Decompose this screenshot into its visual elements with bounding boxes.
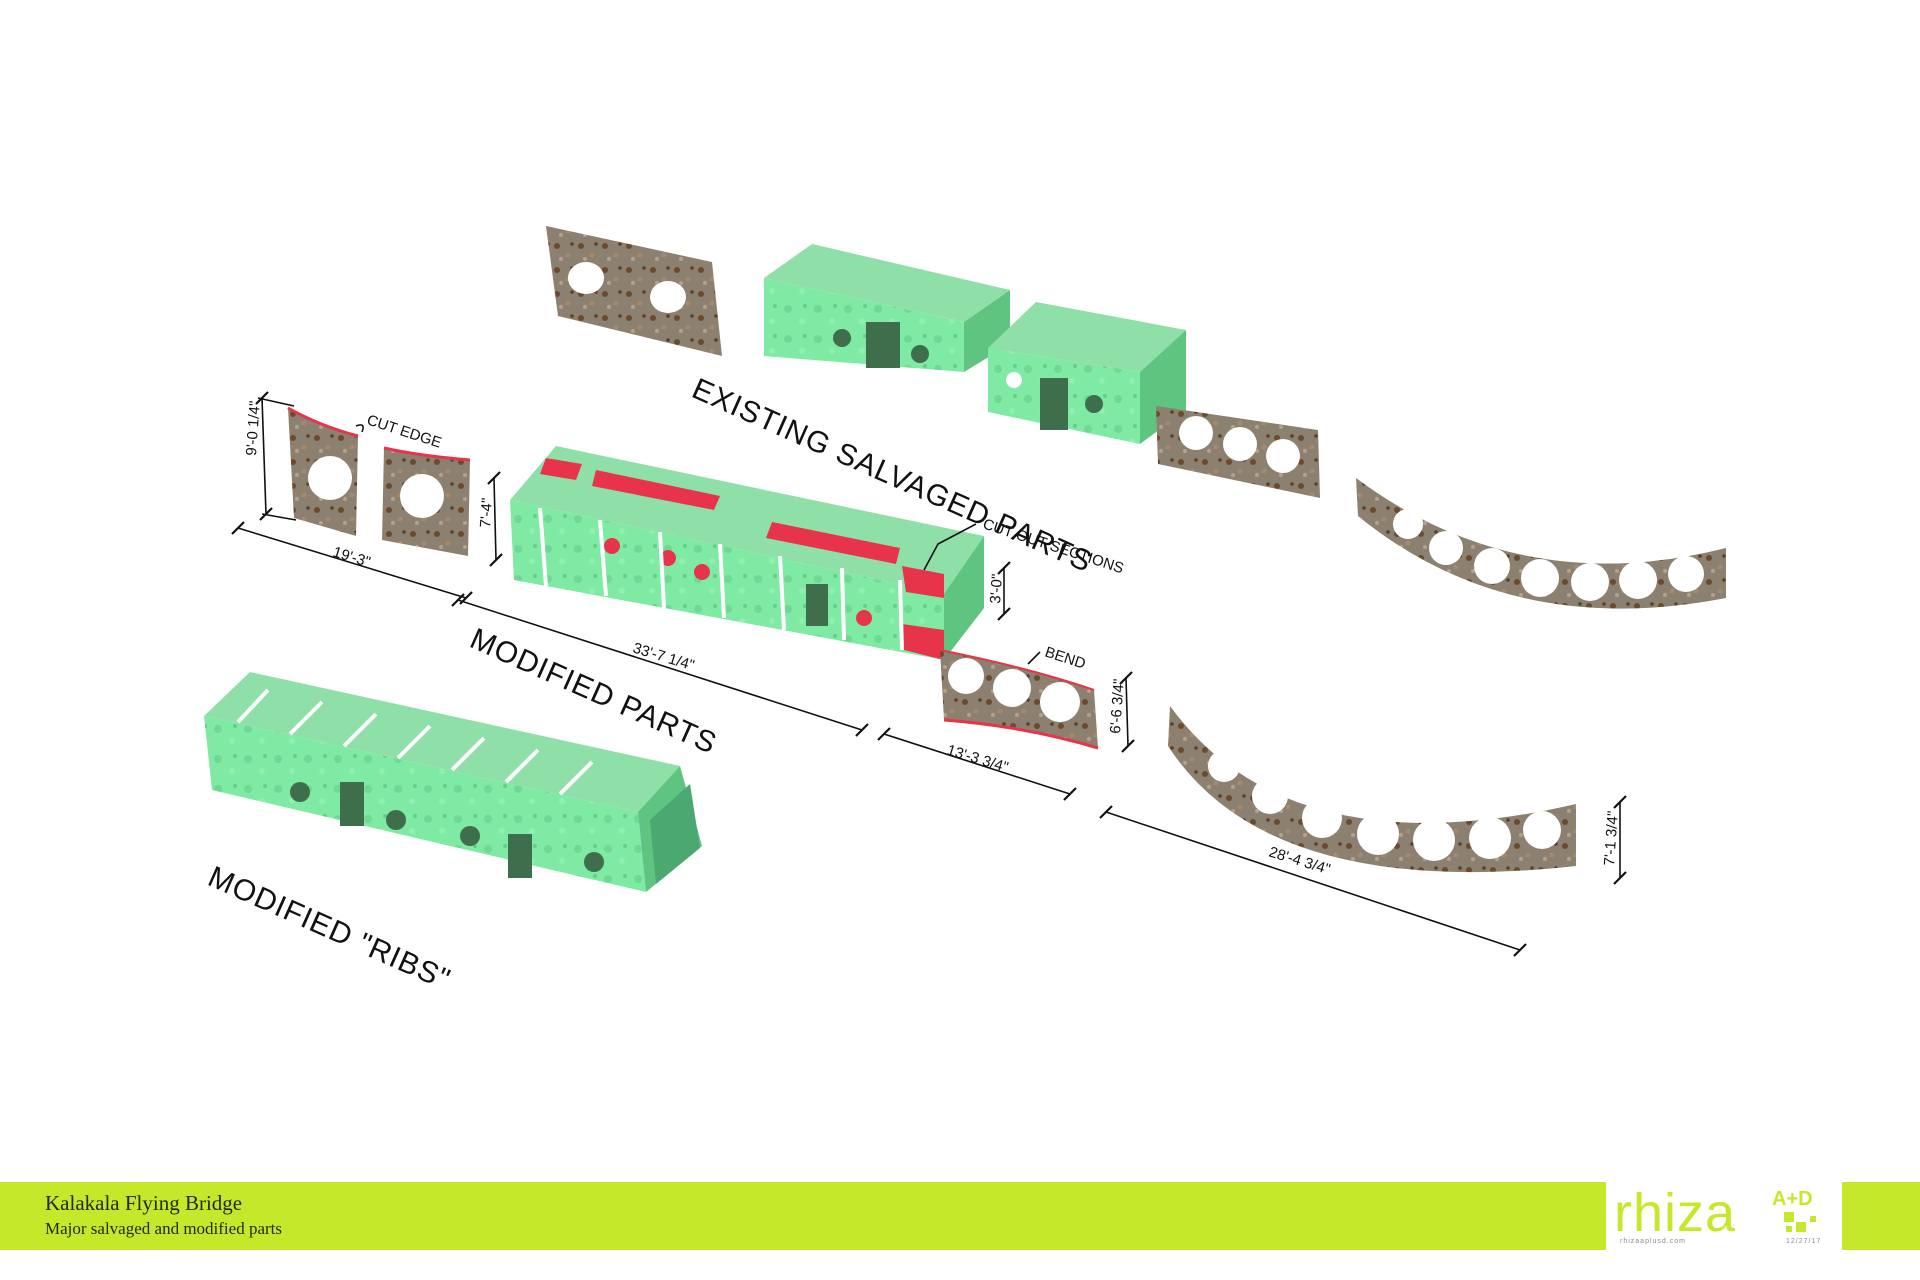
footer-subtitle: Major salvaged and modified parts <box>45 1219 282 1238</box>
dim-33-7: 33'-7 1/4" <box>631 640 696 675</box>
dimension-6-6 <box>1119 671 1135 753</box>
modified-box-with-cutouts <box>510 446 984 660</box>
logo: rhiza A+D rhizaaplusd.com 12/27/17 <box>1606 1182 1842 1250</box>
label-modified-ribs: MODIFIED "RIBS" <box>203 860 455 996</box>
dimension-7-4 <box>487 471 503 567</box>
salvaged-box-large <box>764 244 1010 372</box>
logo-url: rhizaaplusd.com <box>1620 1238 1686 1245</box>
footer-title: Kalakala Flying Bridge <box>45 1191 243 1215</box>
dim-6-6: 6'-6 3/4" <box>1107 678 1128 734</box>
logo-squares-icon <box>1784 1212 1816 1232</box>
label-bend: BEND <box>1043 644 1088 673</box>
dim-19-3: 19'-3" <box>331 544 373 571</box>
dim-9-0: 9'-0 1/4" <box>243 400 264 456</box>
dimension-13-3 <box>877 727 1077 801</box>
modified-bent-strip <box>939 649 1099 750</box>
logo-date: 12/27/17 <box>1786 1238 1822 1245</box>
dimension-7-1 <box>1613 795 1627 885</box>
dimension-28-4 <box>1099 805 1527 957</box>
cut-edge-leader <box>355 424 364 433</box>
modified-ribs-assembly <box>204 672 702 892</box>
modified-curved-rib <box>1168 706 1576 873</box>
dimension-3-0 <box>997 561 1011 621</box>
dimension-9-0 <box>255 391 297 521</box>
dim-7-4: 7'-4" <box>477 497 496 528</box>
bend-leader <box>1027 651 1041 665</box>
dim-3-0: 3'-0" <box>987 573 1006 604</box>
salvaged-box-small <box>988 302 1186 444</box>
logo-text: rhiza <box>1614 1183 1737 1243</box>
dimension-33-7 <box>451 593 869 737</box>
parts-diagram: EXISTING SALVAGED PARTS CUT EDGE CUT OUT… <box>203 226 1726 997</box>
salvaged-curved-rib <box>1356 478 1726 609</box>
modified-panel-cut-edge <box>287 406 471 556</box>
logo-suffix: A+D <box>1772 1188 1813 1210</box>
footer-right-strip <box>1842 1182 1862 1250</box>
dim-7-1: 7'-1 3/4" <box>1601 810 1622 866</box>
salvaged-panel-two-holes <box>546 226 722 356</box>
label-cut-edge: CUT EDGE <box>365 412 444 452</box>
dim-13-3: 13'-3 3/4" <box>945 742 1010 777</box>
footer-bar: Kalakala Flying Bridge Major salvaged an… <box>0 1182 1920 1250</box>
cut-out-leader <box>923 523 977 571</box>
salvaged-strip-three-holes <box>1156 406 1320 498</box>
